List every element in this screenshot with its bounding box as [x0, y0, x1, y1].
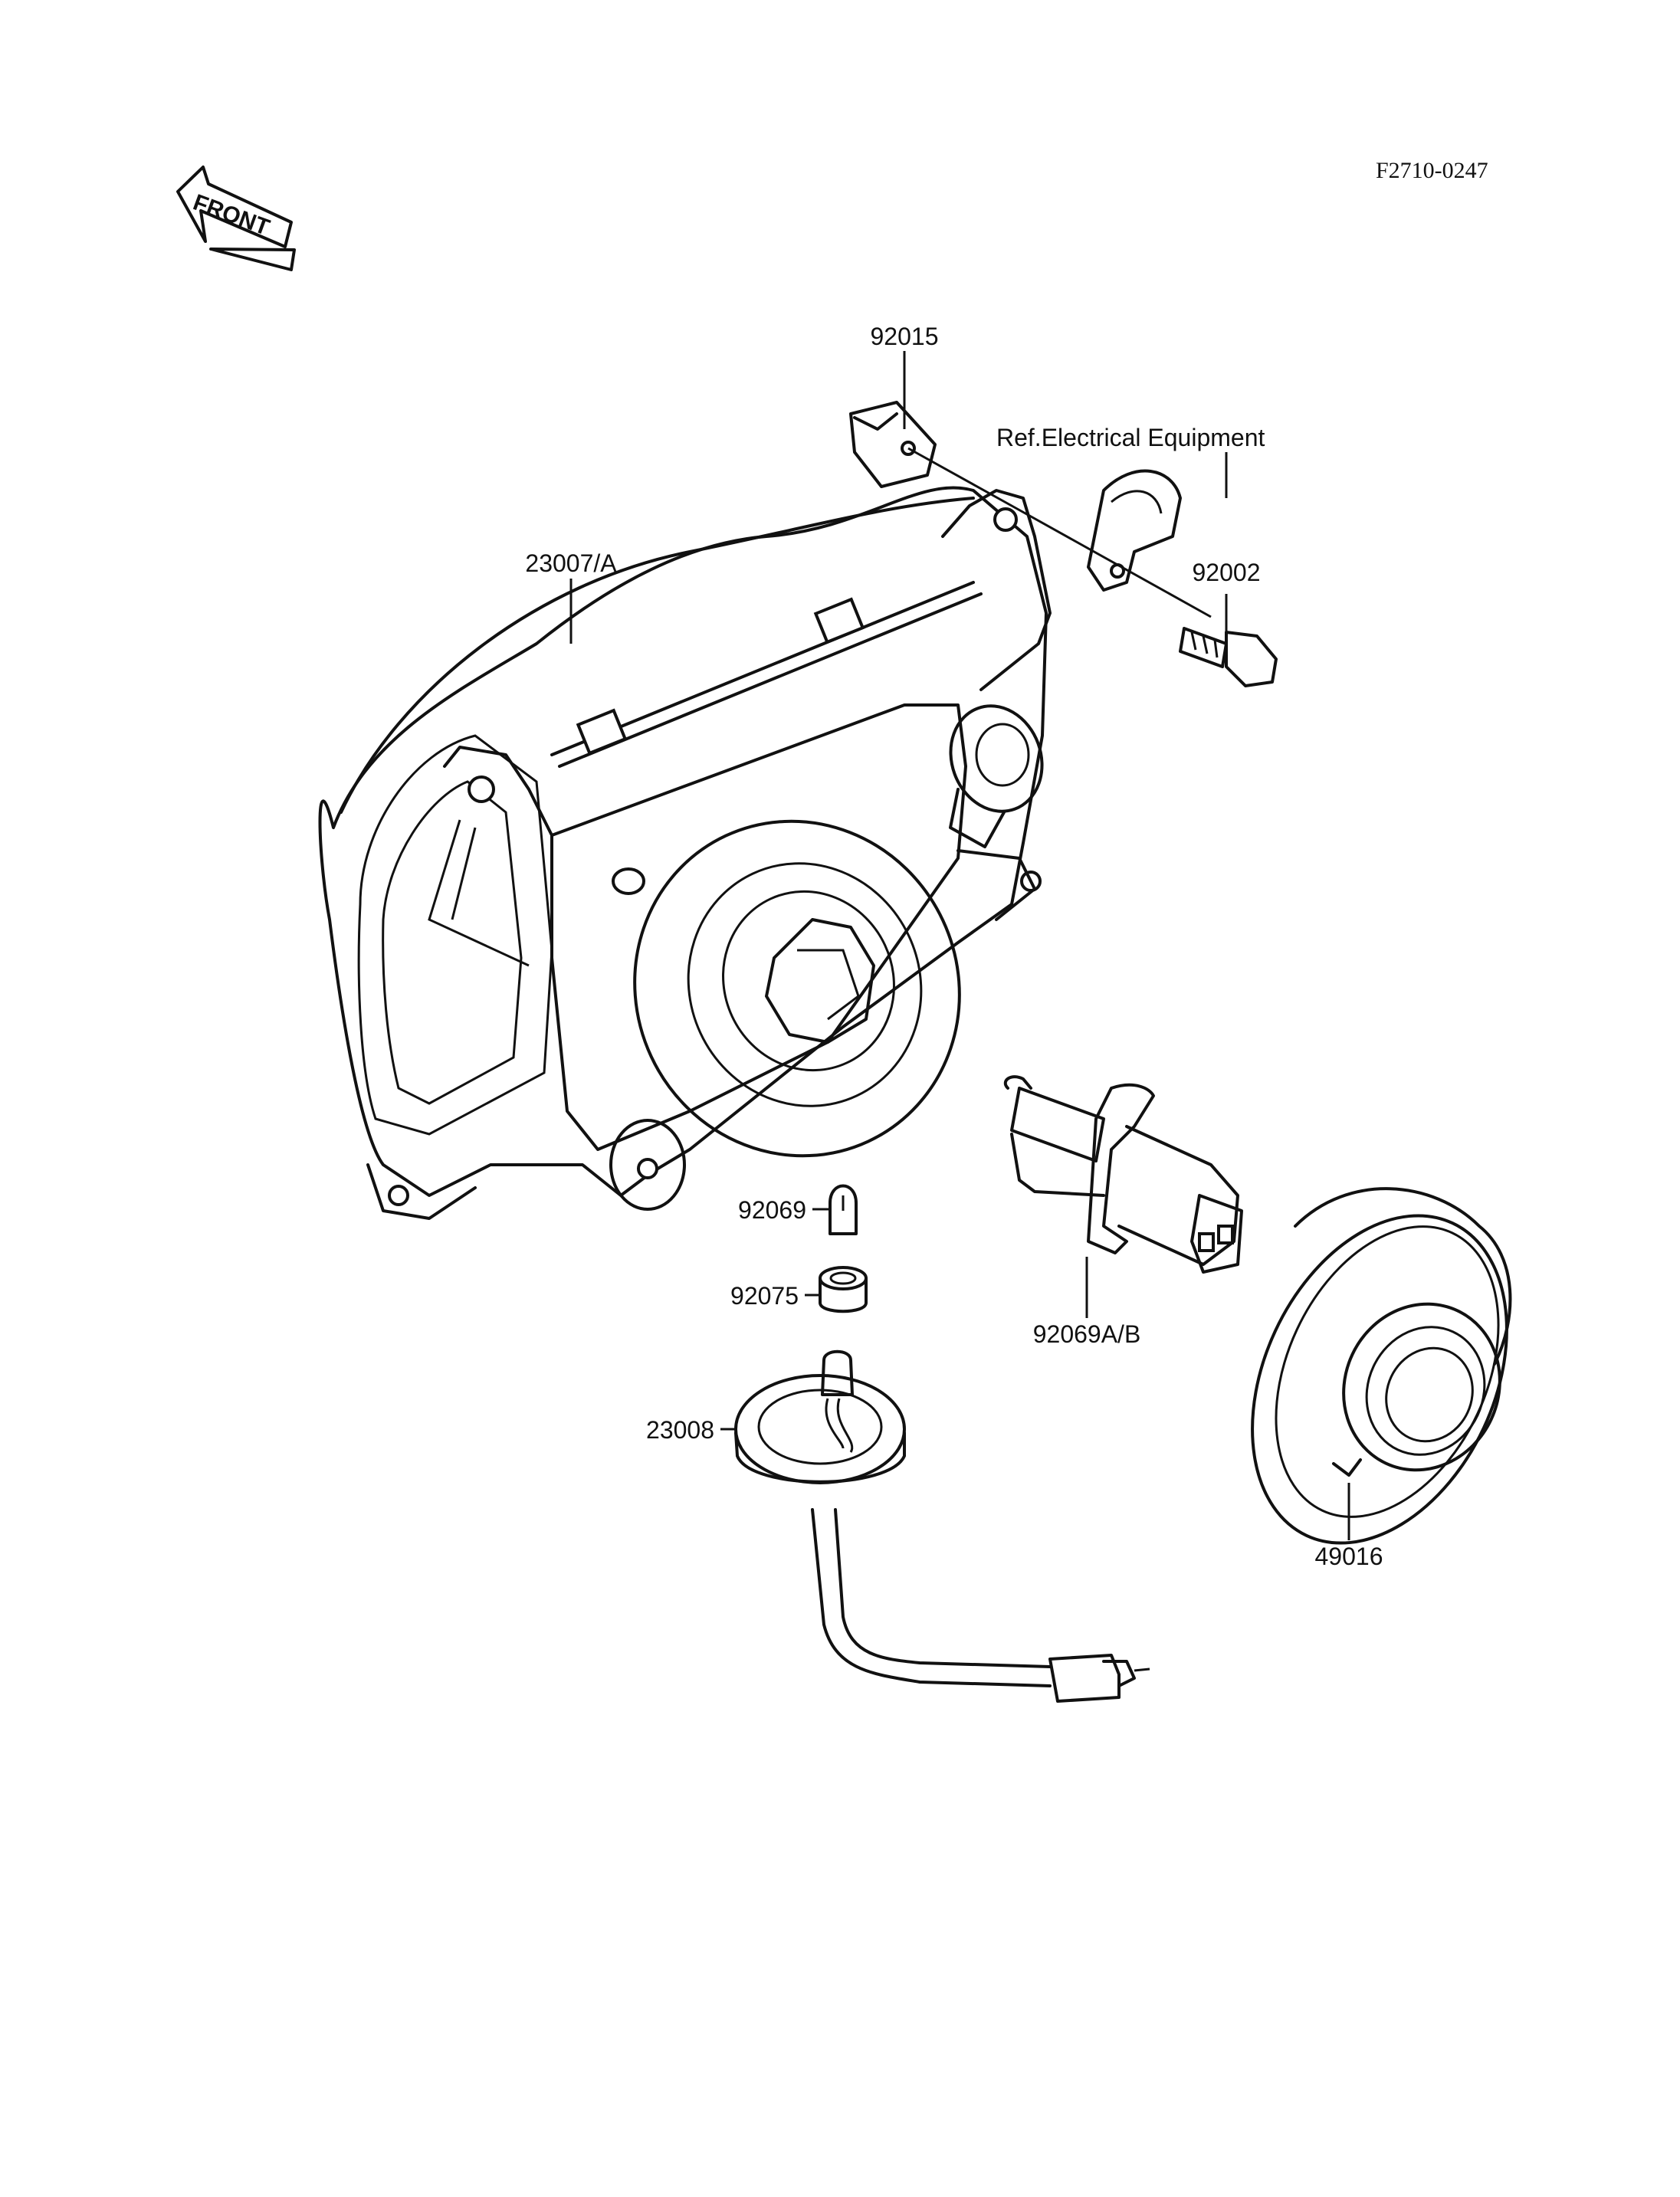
headlight-housing [318, 486, 1052, 1220]
main-bulb-part [1003, 1075, 1243, 1274]
front-arrow-icon: FRONT [176, 166, 296, 271]
cable-clamp [1087, 469, 1182, 592]
label-23008: 23008 [646, 1416, 714, 1444]
label-92002: 92002 [1193, 559, 1261, 586]
leader-lines [569, 351, 1350, 1540]
label-92075: 92075 [730, 1282, 799, 1310]
bolt-part [1179, 627, 1278, 687]
rubber-cover-part [1251, 1187, 1512, 1545]
nut-part [849, 401, 937, 488]
socket-part [734, 1349, 1150, 1703]
label-92015: 92015 [871, 323, 939, 350]
grommet-part [819, 1266, 868, 1313]
label-92069: 92069 [738, 1196, 806, 1224]
label-23007a: 23007/A [525, 549, 617, 577]
label-ref-electrical: Ref.Electrical Equipment [996, 424, 1265, 451]
small-bulb-part [829, 1184, 858, 1235]
label-92069ab: 92069A/B [1033, 1320, 1141, 1348]
figure-reference: F2710-0247 [1376, 158, 1488, 183]
label-49016: 49016 [1315, 1543, 1383, 1570]
